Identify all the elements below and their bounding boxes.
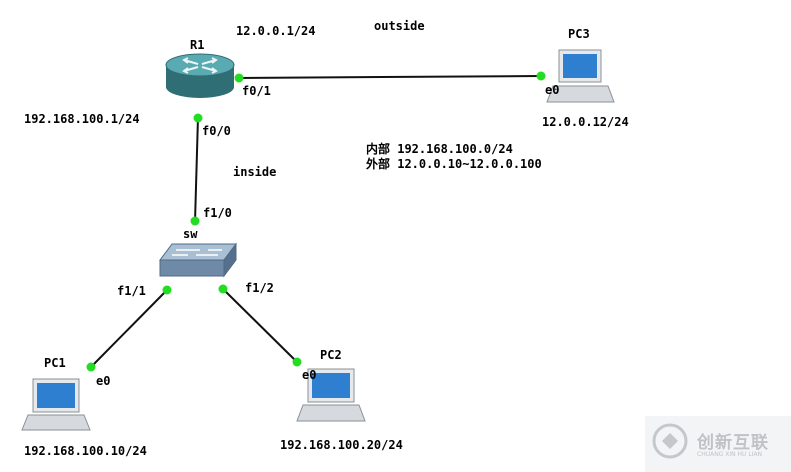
port-dot-r1-f00 <box>193 113 203 123</box>
nat-note-outside: 外部 12.0.0.10~12.0.0.100 <box>366 157 542 171</box>
address-r1-inside: 192.168.100.1/24 <box>24 112 140 126</box>
port-dot-sw-f10 <box>190 216 200 226</box>
address-pc3: 12.0.0.12/24 <box>542 115 629 129</box>
port-dot-sw-f11 <box>162 285 172 295</box>
interface-sw-f12: f1/2 <box>245 281 274 295</box>
switch-sw-name: sw <box>183 227 198 241</box>
watermark-brand: 创新互联 <box>697 433 769 453</box>
zone-outside-label: outside <box>374 19 425 33</box>
port-dot-sw-f12 <box>218 284 228 294</box>
pc2-computer-icon[interactable] <box>296 368 366 422</box>
address-pc2: 192.168.100.20/24 <box>280 438 403 452</box>
interface-r1-f00: f0/0 <box>202 124 231 138</box>
link-r1-sw <box>194 116 199 223</box>
address-pc1: 192.168.100.10/24 <box>24 444 147 458</box>
pc3-name: PC3 <box>568 27 590 41</box>
pc3-computer-icon[interactable] <box>546 49 615 103</box>
link-r1-pc3 <box>238 75 542 79</box>
interface-sw-f10: f1/0 <box>203 206 232 220</box>
port-dot-pc1-e0 <box>86 362 96 372</box>
watermark-logo-icon <box>645 416 791 472</box>
interface-sw-f11: f1/1 <box>117 284 146 298</box>
switch-icon[interactable] <box>159 242 237 278</box>
address-r1-outside: 12.0.0.1/24 <box>236 24 316 38</box>
watermark-sub: CHUANG XIN HU LIAN <box>697 451 763 458</box>
port-dot-pc2-e0 <box>292 357 302 367</box>
link-sw-pc1 <box>90 289 168 368</box>
port-dot-r1-f01 <box>234 73 244 83</box>
interface-pc2-e0: e0 <box>302 368 317 382</box>
pc2-name: PC2 <box>320 348 342 362</box>
interface-r1-f01: f0/1 <box>242 84 271 98</box>
pc1-computer-icon[interactable] <box>21 378 91 431</box>
interface-pc1-e0: e0 <box>96 374 111 388</box>
nat-note-inside: 内部 192.168.100.0/24 <box>366 142 513 156</box>
link-sw-pc2 <box>222 288 298 363</box>
pc1-name: PC1 <box>44 356 66 370</box>
port-dot-pc3-e0 <box>536 71 546 81</box>
router-r1-name: R1 <box>190 38 205 52</box>
router-icon[interactable] <box>165 53 235 98</box>
zone-inside-label: inside <box>233 165 277 179</box>
interface-pc3-e0: e0 <box>545 83 560 97</box>
